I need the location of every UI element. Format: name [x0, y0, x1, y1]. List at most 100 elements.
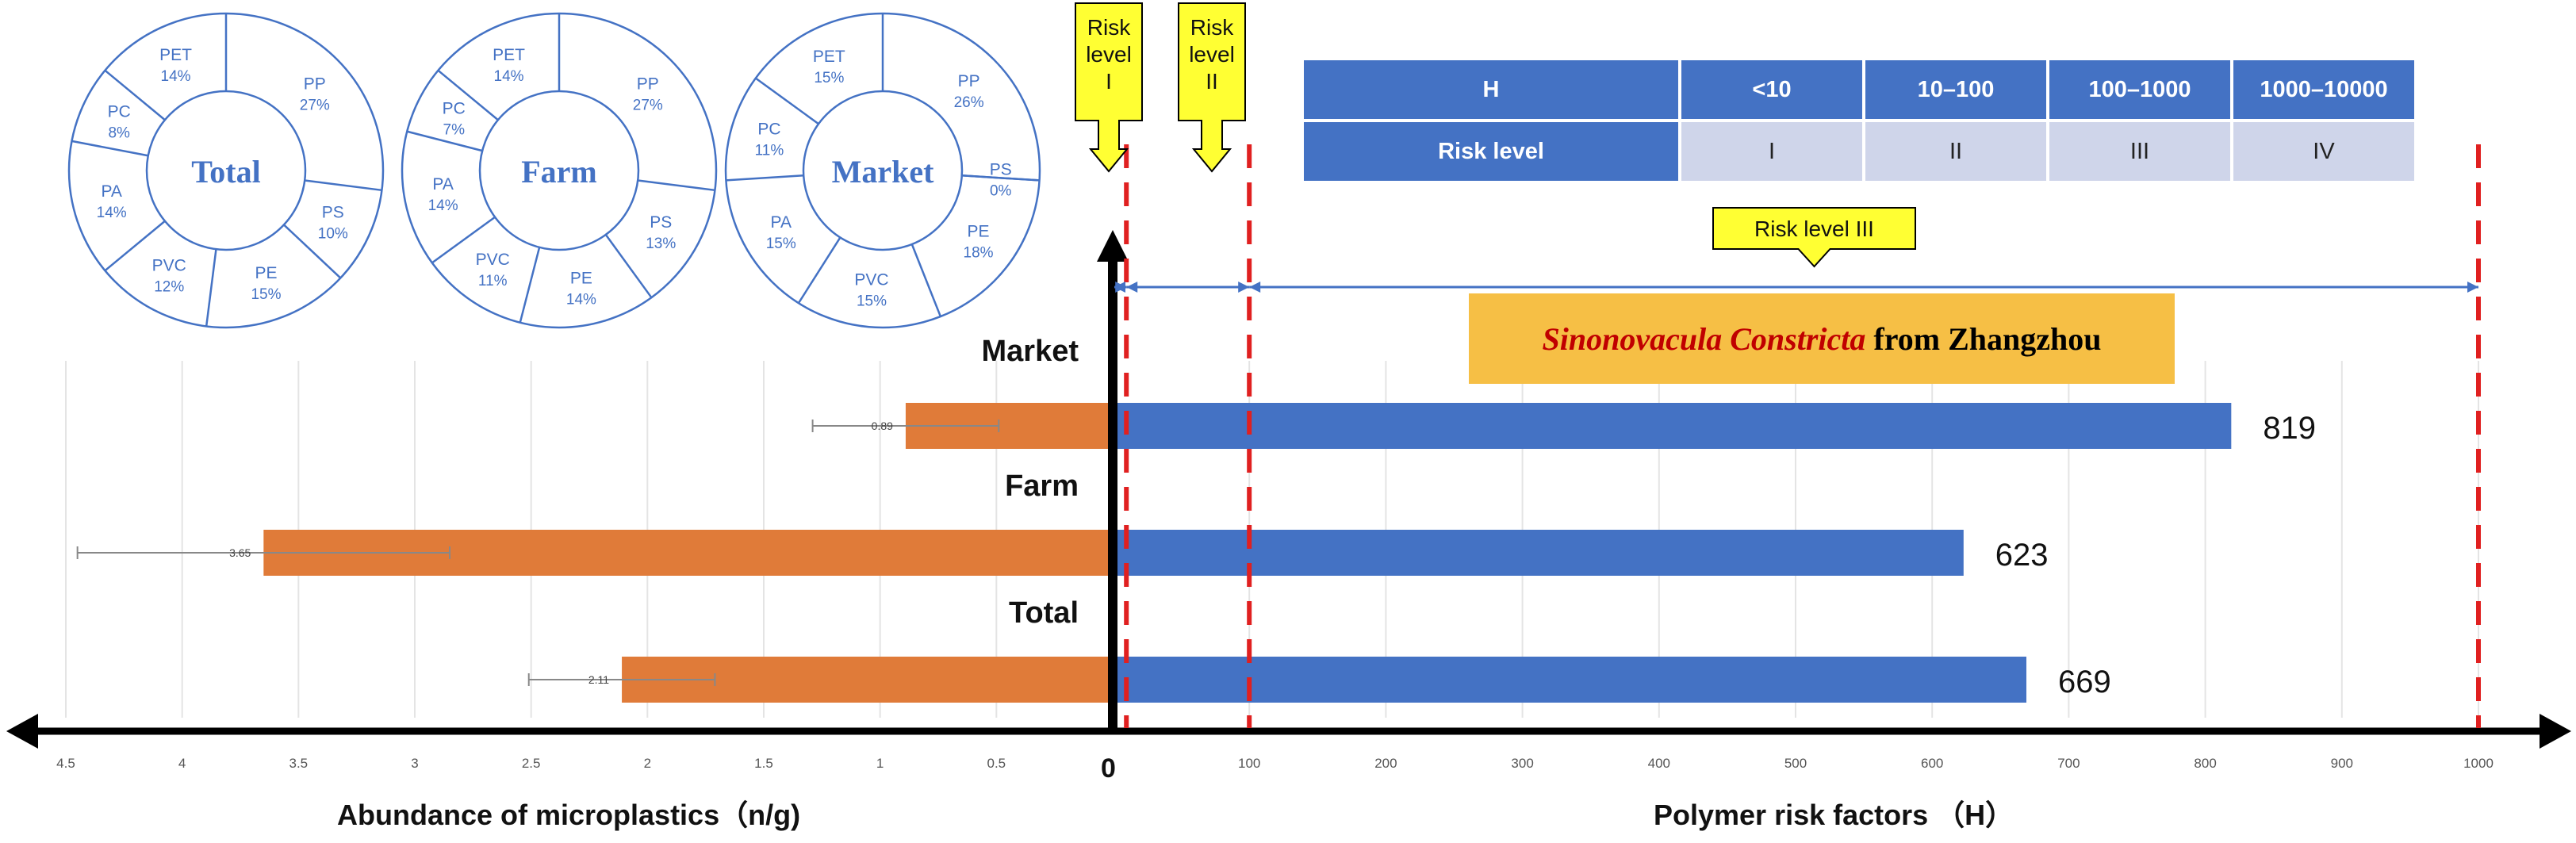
right-bar: [1116, 530, 1964, 576]
pie-segment-divider: [755, 77, 819, 125]
risk-span-arrowhead: [1238, 282, 1250, 293]
pie-segment-percent: 18%: [964, 245, 994, 262]
risk-table-h-cell: 1000–10000: [2233, 60, 2414, 119]
pie-segment-divider: [431, 216, 496, 264]
risk-span-arrowhead: [2467, 282, 2478, 293]
pie-segment-label: PE: [570, 269, 592, 287]
pie-segment-percent: 8%: [108, 125, 130, 142]
pie-segment-divider: [283, 224, 342, 279]
pie-segment-divider: [797, 236, 841, 304]
risk-table-level-cell: IV: [2233, 122, 2414, 181]
pie-segment-percent: 0%: [990, 182, 1012, 199]
pie-segment-divider: [961, 174, 1040, 182]
left-tick-label: 1: [876, 756, 884, 771]
right-tick-label: 1000: [2463, 756, 2494, 771]
pie-segment-label: PVC: [152, 257, 186, 275]
right-tick-label: 300: [1511, 756, 1533, 771]
callout-text: Risk level III: [1754, 216, 1874, 241]
risk-table-h-cell: H: [1304, 60, 1678, 119]
pie-segment-divider: [305, 179, 382, 192]
risk-table-level-cell: III: [2049, 122, 2230, 181]
pie-segment-label: PC: [443, 99, 466, 117]
right-tick-label: 700: [2057, 756, 2080, 771]
pie-segment-percent: 26%: [954, 94, 984, 111]
callout-text: level: [1086, 42, 1132, 67]
callout-shape: [1178, 2, 1246, 173]
risk-table-level-row: Risk level I II III IV: [1304, 122, 2414, 181]
left-bar-value: 2.11: [588, 673, 609, 686]
pie-segment-label: PET: [813, 48, 845, 66]
x-axis-arrow-left: [6, 714, 38, 749]
left-axis-title: Abundance of microplastics（n/g): [337, 799, 800, 831]
chart-labels: Abundance of microplastics（n/g) Polymer …: [337, 753, 2014, 831]
pie-segment-divider: [71, 140, 149, 157]
callout-shape: [1075, 2, 1143, 173]
callout-text: Risk: [1190, 15, 1234, 40]
pie-title: Total: [191, 154, 260, 190]
callout-text: I: [1106, 69, 1112, 94]
pie-segment-percent: 14%: [97, 205, 127, 221]
left-tick-label: 3.5: [289, 756, 309, 771]
risk-table-h-cell: <10: [1681, 60, 1862, 119]
pie-segment-label: PA: [432, 175, 453, 194]
pie-segment-percent: 14%: [494, 68, 524, 85]
origin-label: 0: [1101, 753, 1116, 784]
right-tick-label: 900: [2331, 756, 2353, 771]
risk-table-h-cell: 10–100: [1865, 60, 2046, 119]
right-tick-label: 200: [1374, 756, 1397, 771]
pie-segment-label: PET: [159, 46, 192, 64]
x-axis-arrow-right: [2540, 714, 2571, 749]
pie-segment-label: PP: [637, 75, 659, 93]
category-label: Farm: [1005, 469, 1079, 503]
pie-segment-label: PC: [108, 103, 131, 121]
pie-segment-label: PA: [771, 213, 792, 232]
callout-text: Risk: [1087, 15, 1131, 40]
pie-segment-percent: 15%: [814, 70, 844, 86]
risk-span-arrowhead: [1249, 282, 1261, 293]
pie-segment-label: PS: [650, 213, 672, 232]
category-label: Total: [1009, 596, 1079, 630]
risk-span-arrowhead: [1126, 282, 1138, 293]
pie-segment-label: PVC: [854, 270, 888, 289]
right-bar: [1116, 657, 2027, 703]
pie-segment-percent: 7%: [443, 121, 466, 138]
pie-segment-label: PET: [493, 46, 525, 64]
species-title-box: Sinonovacula Constricta from Zhangzhou: [1469, 293, 2175, 384]
pie-segment-label: PVC: [476, 251, 510, 269]
risk-span-arrowhead: [1115, 282, 1127, 293]
pie-segment-label: PP: [304, 75, 326, 93]
pie-title: Market: [832, 154, 935, 190]
pie-segment-percent: 14%: [428, 197, 458, 214]
risk-table-level-label: Risk level: [1304, 122, 1678, 181]
pie-segment-percent: 27%: [300, 97, 330, 113]
right-bar-value: 669: [2058, 665, 2111, 699]
right-bar: [1116, 403, 2232, 449]
pie-segment-percent: 15%: [251, 286, 281, 303]
right-tick-label: 800: [2194, 756, 2216, 771]
pie-segment-percent: 12%: [154, 279, 184, 296]
pie-segment-divider: [604, 234, 653, 298]
pie-segment-label: PE: [255, 264, 277, 282]
left-tick-label: 0.5: [987, 756, 1006, 771]
right-tick-label: 400: [1648, 756, 1670, 771]
pie-segment-divider: [726, 174, 804, 182]
left-tick-label: 2: [644, 756, 651, 771]
pie-segment-divider: [910, 243, 942, 317]
pie-segment-divider: [406, 130, 483, 152]
risk-table-h-cell: 100–1000: [2049, 60, 2230, 119]
pie-segment-divider: [104, 220, 166, 272]
pie-segment-percent: 14%: [566, 291, 596, 308]
pie-segment-percent: 15%: [766, 236, 796, 252]
pie-segment-percent: 15%: [857, 293, 887, 309]
pie-segment-label: PS: [322, 203, 344, 221]
left-bar-value: 0.89: [872, 420, 893, 432]
risk-level-3-callout: Risk level III: [1712, 207, 1916, 268]
right-tick-label: 100: [1238, 756, 1260, 771]
left-tick-label: 4.5: [56, 756, 75, 771]
pie-charts: PP27%PS10%PE15%PVC12%PA14%PC8%PET14%Tota…: [67, 12, 1041, 329]
pie-segment-label: PA: [101, 182, 121, 201]
species-name: Sinonovacula Constricta: [1542, 320, 1866, 357]
pie-segment-divider: [104, 69, 166, 121]
